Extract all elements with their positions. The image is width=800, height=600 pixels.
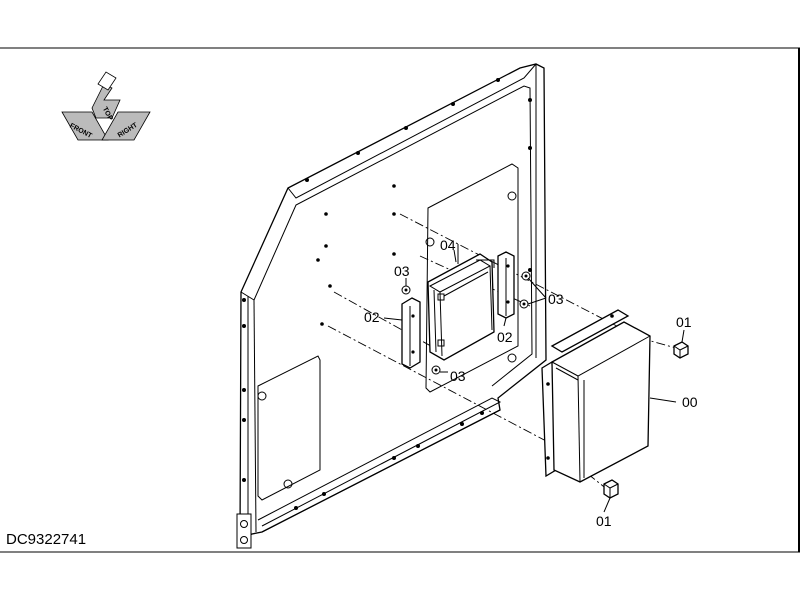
controller-unit-04 xyxy=(427,244,495,361)
callout-00: 00 xyxy=(682,394,698,410)
screw-03 xyxy=(401,285,411,295)
bracket-02-left xyxy=(401,297,421,369)
callout-03-right: 03 xyxy=(548,291,564,307)
drawing-border xyxy=(0,47,800,553)
cover-box-00 xyxy=(541,309,651,483)
callout-01-top: 01 xyxy=(676,314,692,330)
panel-hole xyxy=(242,298,246,482)
callout-04: 04 xyxy=(440,237,456,253)
orientation-icon: FRONT TOP RIGHT xyxy=(61,71,151,141)
bolt-01-top xyxy=(673,341,689,359)
screw-03 xyxy=(519,299,529,309)
mounting-panel xyxy=(236,63,547,549)
callout-03-top: 03 xyxy=(394,263,410,279)
callout-01-bottom: 01 xyxy=(596,513,612,529)
lower-cutout xyxy=(257,355,321,501)
callout-03-bottom: 03 xyxy=(450,368,466,384)
panel-hole xyxy=(305,78,532,272)
screw-03 xyxy=(431,365,441,375)
panel-hole xyxy=(316,184,396,326)
document-id: DC9322741 xyxy=(6,531,86,548)
upper-cutout xyxy=(425,163,519,393)
bolt-01-bottom xyxy=(603,479,619,499)
panel-hole xyxy=(294,411,484,510)
leader-lines xyxy=(383,249,685,513)
bracket-02-right xyxy=(497,251,515,319)
callout-02-right: 02 xyxy=(497,329,513,345)
callout-02-left: 02 xyxy=(364,309,380,325)
